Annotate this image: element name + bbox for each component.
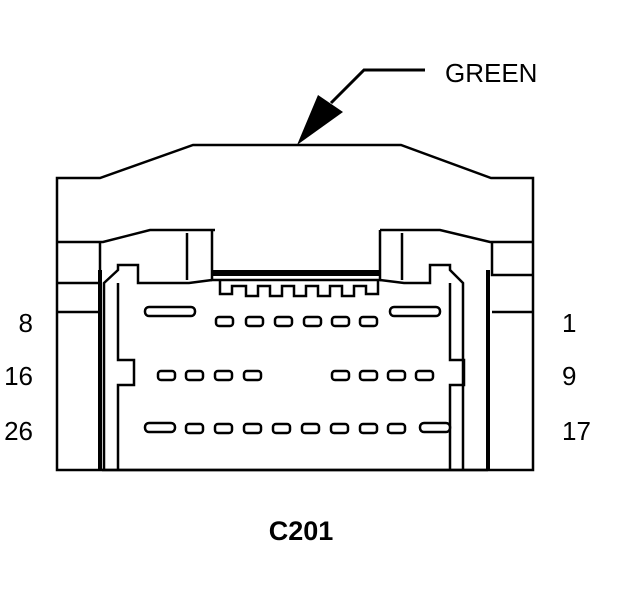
callout-leader <box>329 68 425 105</box>
pin-label-left-row2: 16 <box>4 361 33 391</box>
pin-17 <box>418 421 452 434</box>
housing-right-step <box>380 228 533 244</box>
leader-line <box>329 68 425 105</box>
latch-tab <box>210 230 382 282</box>
pin-label-right-row2: 9 <box>562 361 576 391</box>
pin-18 <box>386 422 407 435</box>
pin-1 <box>388 305 442 318</box>
pin-14 <box>213 369 234 382</box>
housing-outline <box>55 143 535 472</box>
pin-8 <box>143 305 197 318</box>
pin-11 <box>358 369 379 382</box>
connector-face-right-notch <box>448 283 466 470</box>
pin-label-left-row3: 26 <box>4 416 33 446</box>
pin-2 <box>358 315 379 328</box>
pin-15 <box>184 369 205 382</box>
connector-face-left-notch <box>116 283 136 470</box>
pin-label-right-row1: 1 <box>562 308 576 338</box>
housing-right-ledge <box>490 242 533 277</box>
connector-face-outline <box>102 263 465 470</box>
pin-19 <box>358 422 379 435</box>
pin-label-left-row1: 8 <box>19 308 33 338</box>
pin-26 <box>143 421 177 434</box>
color-label: GREEN <box>445 58 537 88</box>
pin-24 <box>213 422 234 435</box>
pin-13 <box>242 369 263 382</box>
leader-arrowhead <box>297 95 343 145</box>
pin-21 <box>300 422 321 435</box>
latch-bar <box>212 270 380 276</box>
pin-25 <box>184 422 205 435</box>
housing-left-ledge <box>57 242 102 285</box>
latch-teeth <box>218 280 380 298</box>
housing-left-step <box>57 228 215 244</box>
pin-6 <box>244 315 265 328</box>
pin-22 <box>271 422 292 435</box>
connector-id: C201 <box>269 516 334 546</box>
pin-4 <box>302 315 323 328</box>
pin-16 <box>156 369 177 382</box>
pin-5 <box>273 315 294 328</box>
pin-20 <box>329 422 350 435</box>
pin-12 <box>330 369 351 382</box>
pin-label-right-row3: 17 <box>562 416 591 446</box>
pin-23 <box>242 422 263 435</box>
pin-7 <box>214 315 235 328</box>
pin-3 <box>330 315 351 328</box>
pin-9 <box>414 369 435 382</box>
pin-10 <box>386 369 407 382</box>
